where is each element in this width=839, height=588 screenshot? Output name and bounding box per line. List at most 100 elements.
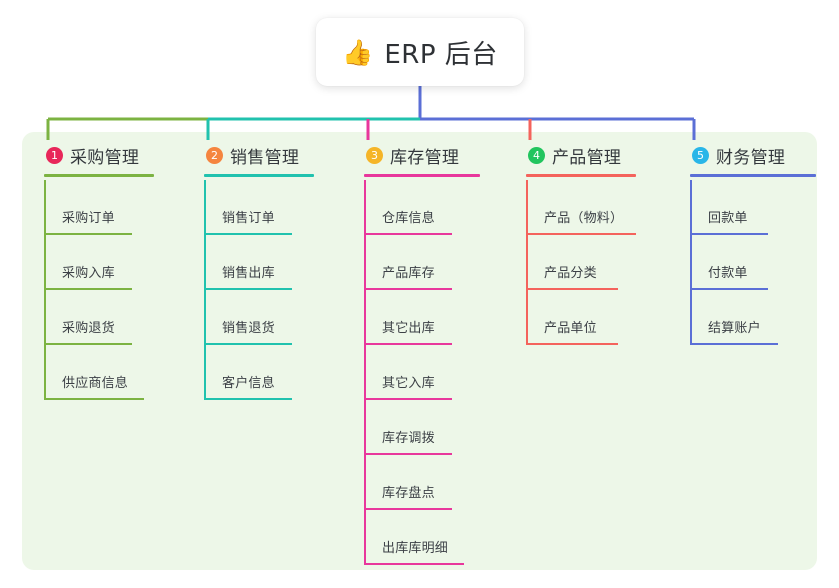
thumbs-up-icon: 👍	[342, 37, 374, 67]
leaf-item[interactable]: 销售出库	[204, 235, 354, 290]
leaf-underline	[204, 398, 292, 400]
leaf-underline	[204, 343, 292, 345]
leaf-label: 产品分类	[544, 266, 597, 281]
leaf-underline	[364, 233, 452, 235]
leaf-item[interactable]: 库存调拨	[364, 400, 514, 455]
column-title-5: 财务管理	[716, 147, 786, 168]
column-spine-3	[364, 180, 366, 565]
leaf-label: 客户信息	[222, 376, 275, 391]
leaf-item[interactable]: 产品分类	[526, 235, 676, 290]
column-title-3: 库存管理	[390, 147, 460, 168]
leaf-item[interactable]: 采购退货	[44, 290, 194, 345]
leaf-label: 采购订单	[62, 211, 115, 226]
column-header-row: 4 产品管理	[526, 140, 676, 170]
leaf-item[interactable]: 库存盘点	[364, 455, 514, 510]
column-underline-2	[204, 174, 314, 177]
content-panel	[22, 132, 817, 570]
leaf-underline	[364, 343, 452, 345]
column-badge-3: 3	[366, 146, 383, 164]
leaf-item[interactable]: 其它入库	[364, 345, 514, 400]
column-header-row: 1 采购管理	[44, 140, 194, 170]
leaf-label: 出库库明细	[382, 541, 449, 556]
leaf-item[interactable]: 采购订单	[44, 180, 194, 235]
column-underline-3	[364, 174, 480, 177]
leaf-label: 仓库信息	[382, 211, 435, 226]
leaf-label: 销售退货	[222, 321, 275, 336]
column-badge-2: 2	[206, 146, 223, 164]
column-title-2: 销售管理	[230, 147, 300, 168]
column-header-2[interactable]: 2 销售管理	[204, 140, 354, 180]
leaf-label: 销售出库	[222, 266, 275, 281]
leaf-label: 采购入库	[62, 266, 115, 281]
leaf-underline	[364, 453, 452, 455]
column-underline-1	[44, 174, 154, 177]
leaf-underline	[364, 508, 452, 510]
leaf-underline	[364, 398, 452, 400]
leaf-underline	[44, 288, 132, 290]
leaf-underline	[690, 233, 768, 235]
column-1: 1 采购管理采购订单采购入库采购退货供应商信息	[44, 140, 194, 400]
column-header-row: 5 财务管理	[690, 140, 839, 170]
leaf-item[interactable]: 供应商信息	[44, 345, 194, 400]
column-badge-1: 1	[46, 146, 63, 164]
column-header-row: 3 库存管理	[364, 140, 514, 170]
leaf-label: 其它出库	[382, 321, 435, 336]
column-spine-5	[690, 180, 692, 345]
root-node-card[interactable]: 👍 ERP 后台	[316, 18, 524, 86]
leaf-list-5: 回款单付款单结算账户	[690, 180, 839, 345]
leaf-item[interactable]: 产品（物料）	[526, 180, 676, 235]
column-underline-5	[690, 174, 816, 177]
leaf-item[interactable]: 回款单	[690, 180, 839, 235]
leaf-item[interactable]: 付款单	[690, 235, 839, 290]
column-header-1[interactable]: 1 采购管理	[44, 140, 194, 180]
leaf-underline	[204, 233, 292, 235]
leaf-label: 产品（物料）	[544, 211, 624, 226]
column-header-5[interactable]: 5 财务管理	[690, 140, 839, 180]
column-5: 5 财务管理回款单付款单结算账户	[690, 140, 839, 345]
leaf-item[interactable]: 出库库明细	[364, 510, 514, 565]
leaf-item[interactable]: 产品库存	[364, 235, 514, 290]
leaf-underline	[44, 398, 144, 400]
column-4: 4 产品管理产品（物料） 产品分类产品单位	[526, 140, 676, 345]
leaf-label: 结算账户	[708, 321, 761, 336]
leaf-item[interactable]: 客户信息	[204, 345, 354, 400]
leaf-item[interactable]: 结算账户	[690, 290, 839, 345]
column-title-4: 产品管理	[552, 147, 622, 168]
leaf-label: 其它入库	[382, 376, 435, 391]
column-header-4[interactable]: 4 产品管理	[526, 140, 676, 180]
leaf-underline	[690, 343, 778, 345]
leaf-underline	[204, 288, 292, 290]
leaf-label: 产品库存	[382, 266, 435, 281]
leaf-underline	[44, 343, 132, 345]
leaf-label: 供应商信息	[62, 376, 129, 391]
column-header-3[interactable]: 3 库存管理	[364, 140, 514, 180]
column-title-1: 采购管理	[70, 147, 140, 168]
leaf-underline	[44, 233, 132, 235]
column-spine-2	[204, 180, 206, 400]
leaf-item[interactable]: 仓库信息	[364, 180, 514, 235]
leaf-label: 产品单位	[544, 321, 597, 336]
leaf-label: 库存调拨	[382, 431, 435, 446]
leaf-item[interactable]: 销售退货	[204, 290, 354, 345]
leaf-list-3: 仓库信息产品库存其它出库其它入库库存调拨库存盘点出库库明细	[364, 180, 514, 565]
column-badge-4: 4	[528, 146, 545, 164]
column-badge-5: 5	[692, 146, 709, 164]
column-2: 2 销售管理销售订单销售出库销售退货客户信息	[204, 140, 354, 400]
leaf-underline	[526, 288, 618, 290]
leaf-item[interactable]: 销售订单	[204, 180, 354, 235]
root-title: ERP 后台	[384, 39, 498, 70]
leaf-underline	[526, 343, 618, 345]
column-underline-4	[526, 174, 636, 177]
leaf-underline	[364, 563, 464, 565]
leaf-item[interactable]: 采购入库	[44, 235, 194, 290]
leaf-label: 采购退货	[62, 321, 115, 336]
leaf-item[interactable]: 产品单位	[526, 290, 676, 345]
leaf-list-2: 销售订单销售出库销售退货客户信息	[204, 180, 354, 400]
column-spine-4	[526, 180, 528, 345]
column-header-row: 2 销售管理	[204, 140, 354, 170]
leaf-item[interactable]: 其它出库	[364, 290, 514, 345]
leaf-label: 付款单	[708, 266, 748, 281]
column-3: 3 库存管理仓库信息产品库存其它出库其它入库库存调拨库存盘点出库库明细	[364, 140, 514, 565]
column-spine-1	[44, 180, 46, 400]
